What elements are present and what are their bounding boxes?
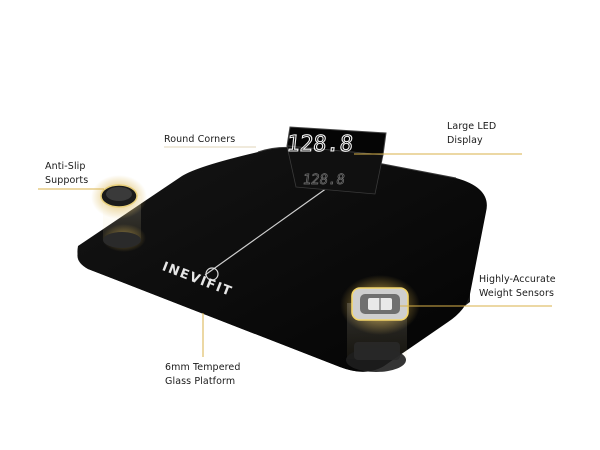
led-reading: 128.8: [285, 132, 354, 157]
callout-anti-slip: Anti-Slip Supports: [45, 161, 89, 186]
brand-logo-icon: [205, 267, 219, 281]
callout-round-corners: Round Corners: [164, 134, 236, 145]
cable-line: [204, 187, 328, 276]
callout-large-led: Large LED Display: [447, 121, 497, 146]
glass-platform: [77, 147, 487, 372]
led-reflection: 128.8: [302, 172, 346, 188]
callout-sensors: Highly-Accurate Weight Sensors: [479, 274, 556, 299]
callout-glass: 6mm Tempered Glass Platform: [165, 362, 241, 387]
